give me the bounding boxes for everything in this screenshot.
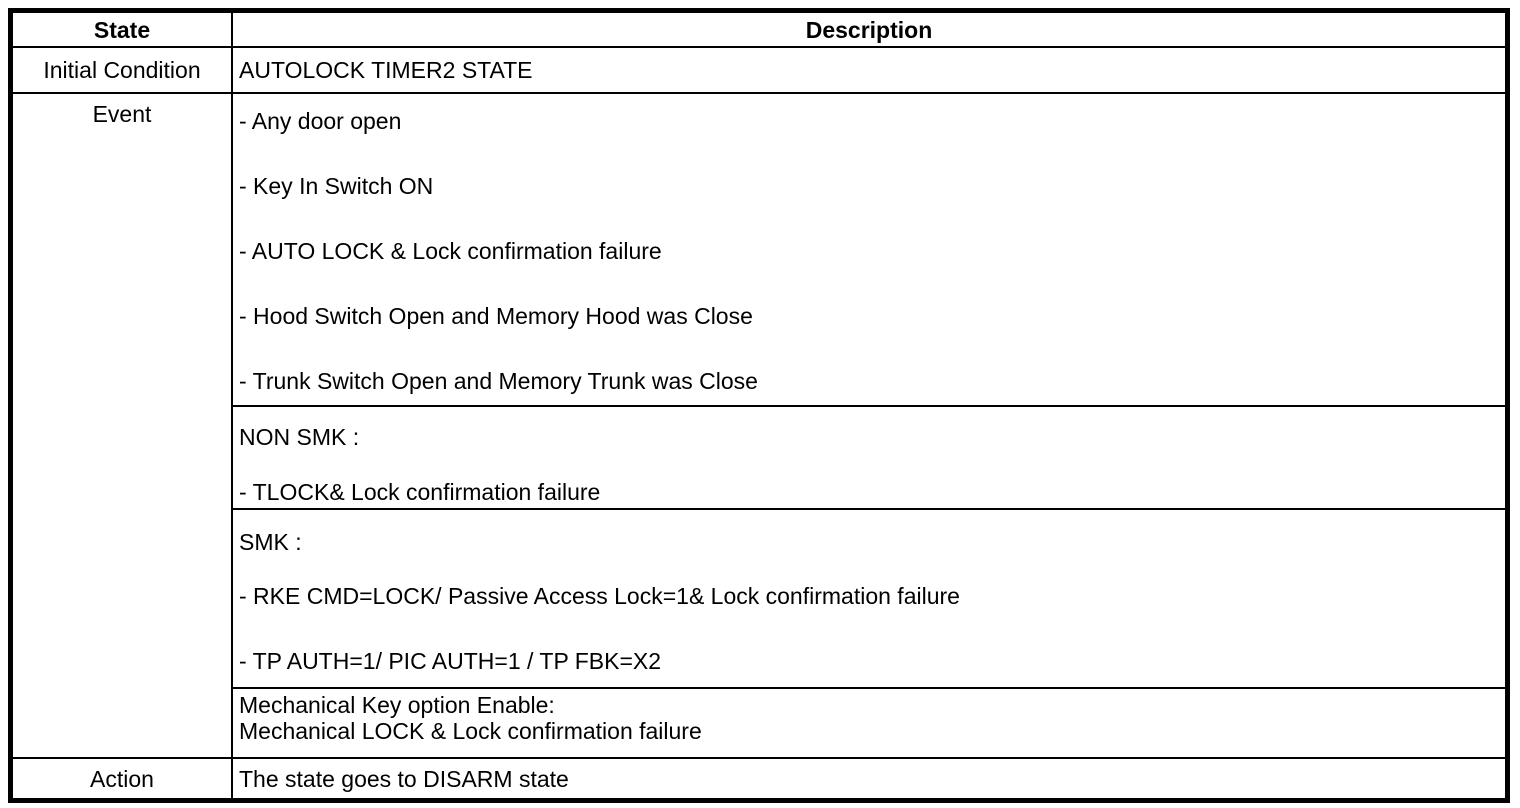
- action-row: Action The state goes to DISARM state: [13, 757, 1505, 798]
- event-condition-line: - Trunk Switch Open and Memory Trunk was…: [239, 368, 758, 394]
- initial-condition-description: AUTOLOCK TIMER2 STATE: [239, 57, 533, 83]
- event-condition-line: - Hood Switch Open and Memory Hood was C…: [239, 303, 753, 329]
- state-column-header: State: [13, 13, 233, 46]
- event-condition-line: Mechanical LOCK & Lock confirmation fail…: [239, 718, 702, 745]
- action-label: Action: [13, 759, 233, 798]
- event-non-smk-section: NON SMK : - TLOCK& Lock confirmation fai…: [233, 405, 1505, 508]
- event-description: - Any door open - Key In Switch ON - AUT…: [233, 94, 1505, 757]
- action-description: The state goes to DISARM state: [239, 765, 569, 792]
- event-condition-line: - TP AUTH=1/ PIC AUTH=1 / TP FBK=X2: [239, 648, 662, 675]
- description-column-header: Description: [805, 16, 933, 43]
- event-general-section: - Any door open - Key In Switch ON - AUT…: [233, 94, 1505, 405]
- smk-heading: SMK :: [239, 529, 302, 556]
- event-condition-line: - RKE CMD=LOCK/ Passive Access Lock=1& L…: [239, 583, 960, 610]
- mechanical-key-heading: Mechanical Key option Enable:: [239, 692, 555, 719]
- event-smk-section: SMK : - RKE CMD=LOCK/ Passive Access Loc…: [233, 508, 1505, 687]
- event-label: Event: [13, 94, 233, 757]
- header-row: State Description: [13, 13, 1505, 46]
- event-condition-line: - AUTO LOCK & Lock confirmation failure: [239, 238, 662, 264]
- event-condition-line: - Any door open: [239, 108, 402, 134]
- event-condition-line: - TLOCK& Lock confirmation failure: [239, 479, 601, 505]
- initial-condition-row: Initial Condition AUTOLOCK TIMER2 STATE: [13, 46, 1505, 92]
- state-description-table: State Description Initial Condition AUTO…: [8, 8, 1510, 803]
- event-mechanical-key-section: Mechanical Key option Enable: Mechanical…: [233, 687, 1505, 757]
- event-row: Event - Any door open - Key In Switch ON…: [13, 92, 1505, 757]
- non-smk-heading: NON SMK :: [239, 424, 360, 450]
- initial-condition-label: Initial Condition: [13, 48, 233, 92]
- event-condition-line: - Key In Switch ON: [239, 173, 434, 199]
